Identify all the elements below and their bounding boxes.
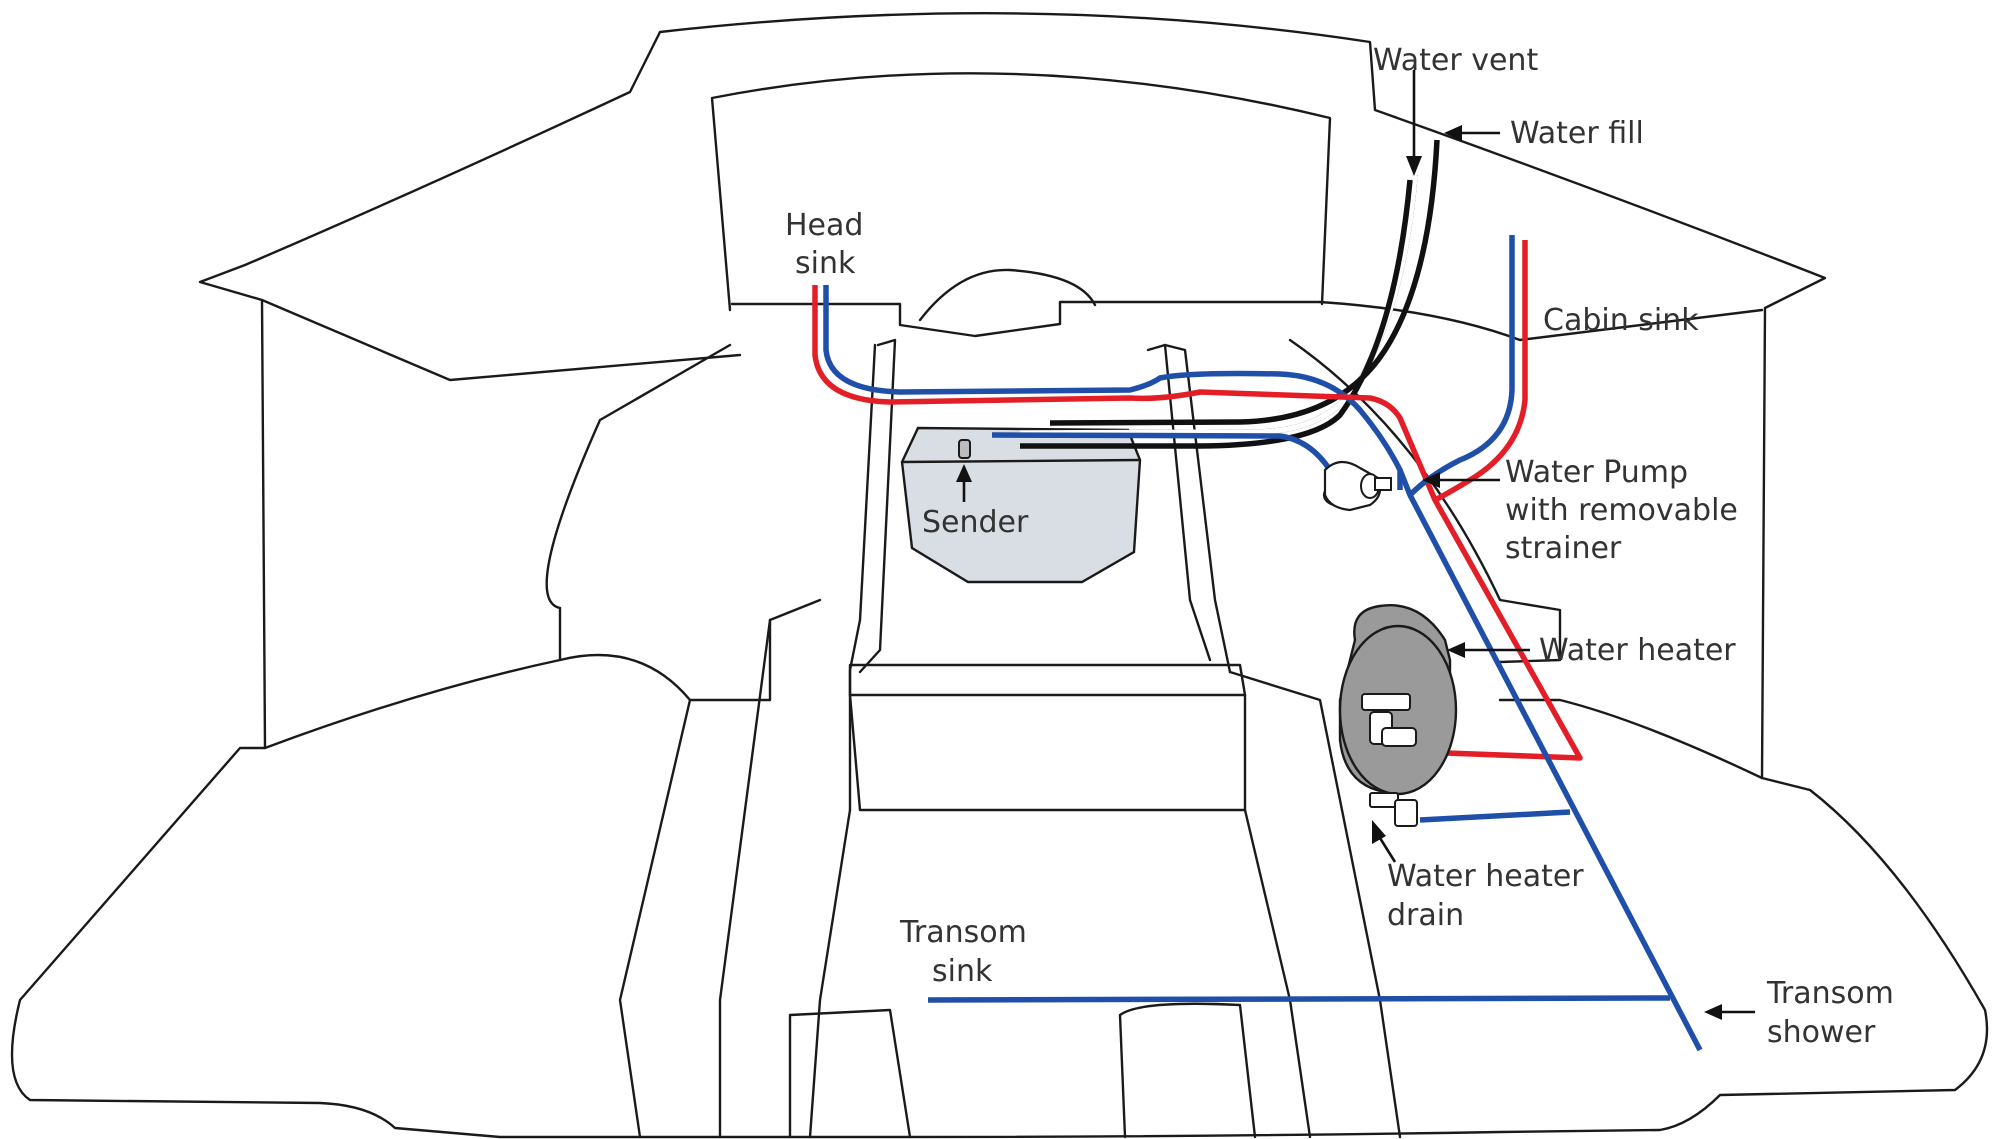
trough-right-edge xyxy=(1146,343,1212,662)
cold-head-sink xyxy=(823,285,1403,490)
label-head-sink-line2: sink xyxy=(795,246,856,281)
deck-right-lower xyxy=(1498,698,1764,780)
label-cabin-sink: Cabin sink xyxy=(1543,303,1699,338)
label-water-pump-line3: strainer xyxy=(1505,531,1622,566)
cabin-step xyxy=(730,300,1322,338)
label-transom-shower-line2: shower xyxy=(1767,1015,1876,1050)
label-sender: Sender xyxy=(922,505,1029,540)
water-heater xyxy=(1338,604,1458,827)
label-water-pump-line2: with removable xyxy=(1505,493,1738,528)
deck-left-lower xyxy=(263,658,562,750)
tank-body xyxy=(900,426,1142,584)
sender-fitting xyxy=(958,439,971,459)
tank-top-edge xyxy=(900,458,1142,464)
arrows xyxy=(956,70,1755,1020)
deck-left-cockpit xyxy=(618,698,692,1139)
water-fill-arrowhead xyxy=(1444,125,1462,141)
water-vent-arrowhead xyxy=(1406,156,1422,176)
fill-hose xyxy=(1049,139,1440,426)
transom-shower-arrowhead xyxy=(1704,1004,1722,1020)
hatch xyxy=(918,268,1097,322)
label-heater-drain-line2: drain xyxy=(1387,898,1464,933)
label-water-pump-line1: Water Pump xyxy=(1505,455,1688,490)
seat-left xyxy=(788,1008,912,1139)
label-water-fill: Water fill xyxy=(1510,116,1644,151)
deck-left-rail xyxy=(545,343,732,610)
heater-drain-arrowhead xyxy=(1372,820,1386,844)
hot-cabin-sink xyxy=(1433,240,1528,503)
cockpit-left-wall xyxy=(718,618,772,1139)
label-head-sink-line1: Head xyxy=(785,208,863,243)
water-heater-arrowhead xyxy=(1447,642,1465,658)
cold-heater-feed xyxy=(1419,809,1571,823)
label-transom-sink-line2: sink xyxy=(932,954,993,989)
trough-left-wall xyxy=(858,338,897,674)
deck-left-upper xyxy=(260,298,742,382)
water-tank xyxy=(900,426,1142,584)
label-water-vent: Water vent xyxy=(1373,43,1538,78)
seat-right xyxy=(1118,1002,1257,1139)
hot-head-sink xyxy=(812,285,1583,761)
water-pump-arrowhead xyxy=(1422,472,1440,488)
trough-right-wall xyxy=(1163,343,1232,674)
labels: Water vent Water fill Head sink Cabin si… xyxy=(785,43,1894,1050)
label-heater-drain-line1: Water heater xyxy=(1387,859,1584,894)
cockpit-right-wall xyxy=(1228,670,1402,1139)
heater-drain-arrow xyxy=(1378,837,1397,863)
deck-right-upper xyxy=(1318,300,1764,342)
vent-to-tank xyxy=(1020,179,1413,449)
label-transom-shower-line1: Transom xyxy=(1766,976,1894,1011)
trough-left-edge xyxy=(848,343,877,812)
label-water-heater: Water heater xyxy=(1539,633,1736,668)
cold-transom-sink xyxy=(927,995,1671,1003)
sender-arrowhead xyxy=(956,464,972,482)
label-transom-sink-line1: Transom xyxy=(899,915,1027,950)
water-pump xyxy=(1322,460,1392,512)
cabin-bulkhead xyxy=(710,72,1332,312)
cockpit-floor xyxy=(808,808,852,1139)
